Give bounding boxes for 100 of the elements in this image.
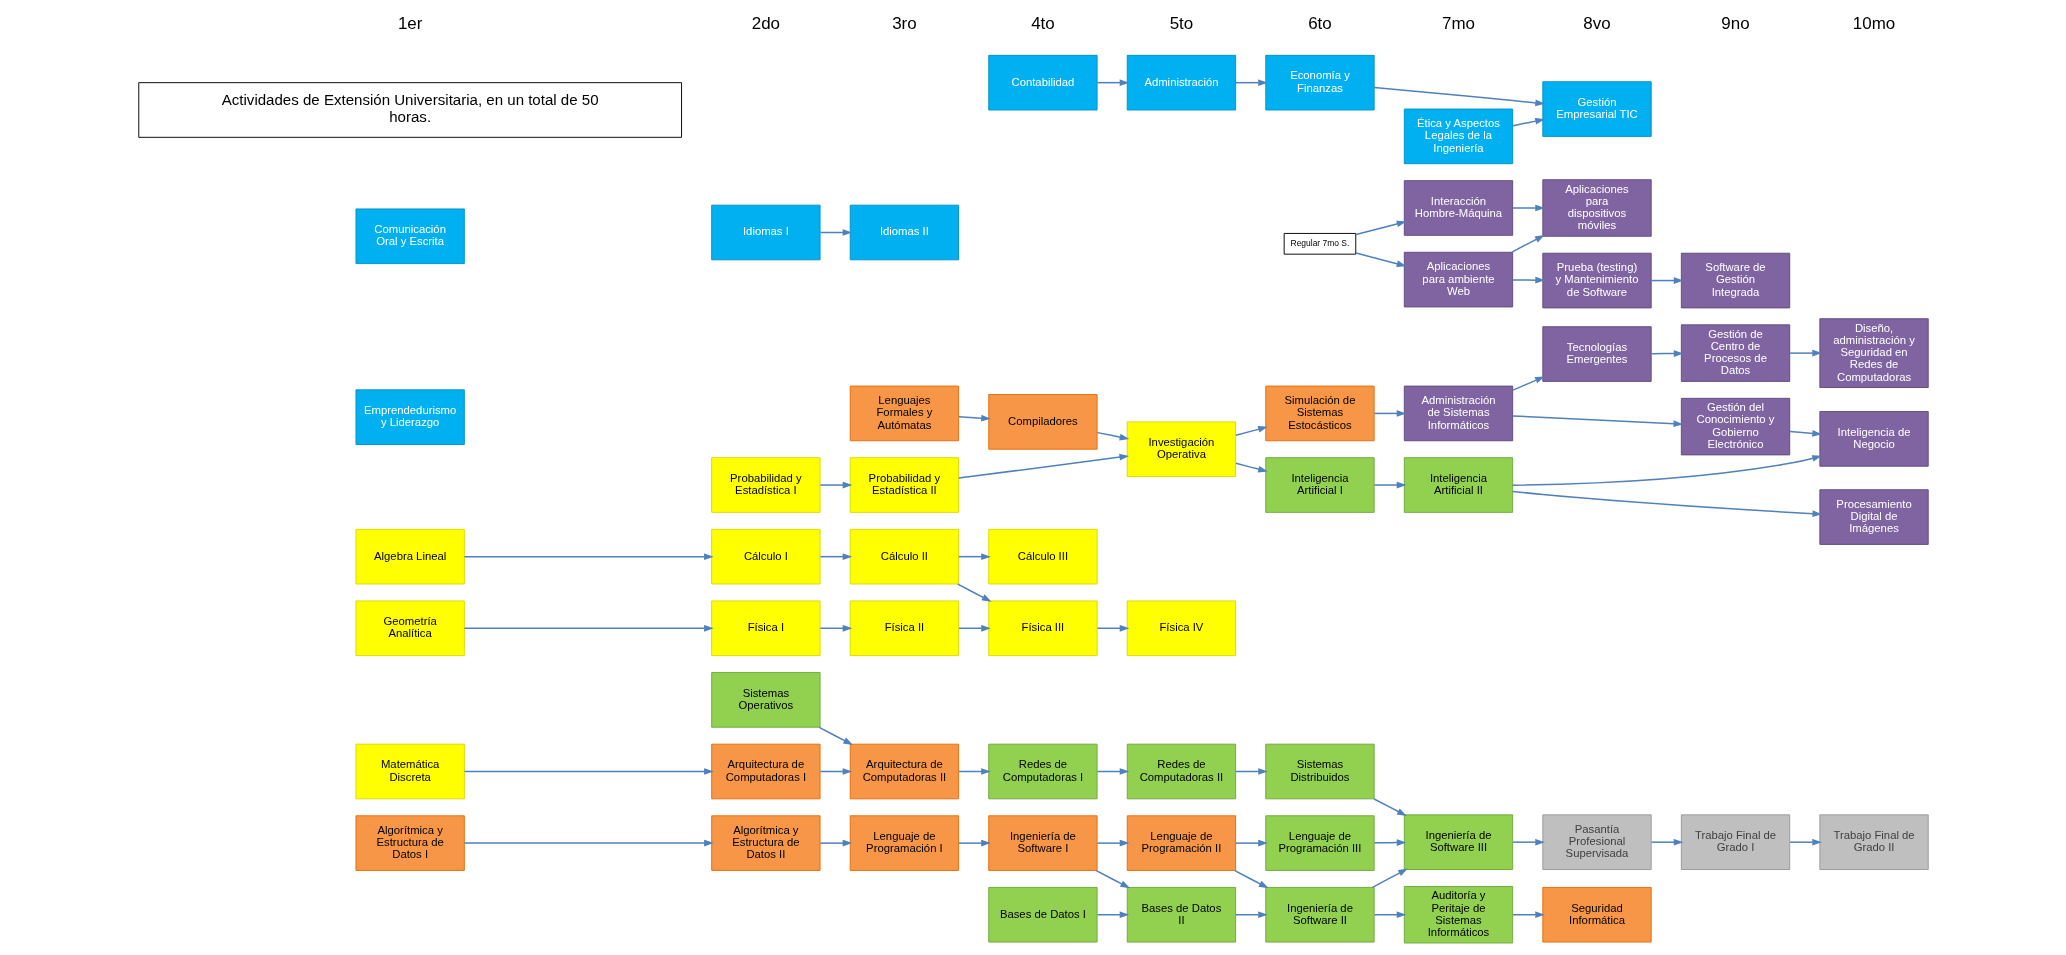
node-box: Cálculo I bbox=[710, 528, 821, 585]
label: 1er bbox=[397, 14, 422, 34]
node-box: Aplicaciones para ambiente Web bbox=[1403, 251, 1513, 308]
node-box: Ingeniería de Software III bbox=[1403, 814, 1513, 870]
node-box: Física III bbox=[987, 600, 1098, 657]
label: 4to bbox=[1030, 14, 1055, 34]
arrow bbox=[1233, 869, 1269, 889]
node-box: Diseño, administración y Seguridad en Redes de Computadoras bbox=[1818, 318, 1929, 388]
node-box: Física II bbox=[849, 600, 959, 657]
node-box: Gestión de Centro de Procesos de Datos bbox=[1680, 324, 1790, 382]
arrow bbox=[1650, 277, 1683, 284]
arrow bbox=[957, 839, 991, 847]
label: 9no bbox=[1720, 14, 1750, 34]
arrow bbox=[957, 624, 991, 632]
node-box: Administración bbox=[1126, 54, 1236, 111]
node-box: Software de Gestión Integrada bbox=[1680, 252, 1790, 309]
label: 10mo bbox=[1852, 14, 1895, 34]
arrow bbox=[1511, 490, 1822, 518]
label: 2do bbox=[751, 14, 780, 34]
arrow bbox=[957, 553, 991, 561]
node-box: Lenguajes Formales y Autómatas bbox=[849, 385, 959, 442]
arrow bbox=[1095, 869, 1130, 889]
label: 8vo bbox=[1582, 14, 1611, 34]
arrow bbox=[463, 839, 714, 847]
node-box: Investigación Operativa bbox=[1126, 421, 1236, 478]
node-box: Arquitectura de Computadoras II bbox=[849, 743, 959, 800]
arrow bbox=[1788, 349, 1822, 357]
arrow bbox=[1096, 768, 1129, 775]
label: 3ro bbox=[891, 14, 917, 34]
node-box: Cálculo III bbox=[987, 528, 1098, 585]
arrow bbox=[819, 553, 852, 561]
arrow bbox=[956, 583, 991, 602]
node-box: Algorítmica y Estructura de Datos I bbox=[355, 815, 465, 871]
node-box: Probabilidad y Estadística I bbox=[710, 457, 821, 513]
node-box: Ética y Aspectos Legales de la Ingeniería bbox=[1403, 108, 1513, 165]
arrow bbox=[1511, 204, 1545, 212]
node-box: Auditoría y Peritaje de Sistemas Informáticos bbox=[1403, 886, 1513, 944]
arrow bbox=[818, 726, 853, 746]
node-box: Administración de Sistemas Informáticos bbox=[1403, 385, 1513, 442]
arrow bbox=[1373, 911, 1406, 919]
node-box: Prueba (testing) y Mantenimiento de Software bbox=[1541, 252, 1652, 309]
arrow bbox=[1372, 798, 1407, 816]
node-box: Idiomas I bbox=[710, 204, 821, 261]
arrow bbox=[1511, 117, 1545, 127]
node-box: Seguridad Informática bbox=[1541, 886, 1652, 943]
arrow bbox=[1510, 234, 1545, 253]
node-box: Aplicaciones para dispositivos móviles bbox=[1541, 179, 1652, 237]
arrow bbox=[463, 553, 714, 561]
arrow bbox=[957, 453, 1129, 479]
arrow bbox=[1234, 426, 1268, 436]
arrow bbox=[1372, 86, 1545, 107]
label: 7mo bbox=[1441, 14, 1475, 34]
label: 5to bbox=[1169, 14, 1193, 34]
node-box: Lenguaje de Programación II bbox=[1126, 815, 1236, 871]
node-box: Trabajo Final de Grado II bbox=[1818, 814, 1929, 870]
arrow bbox=[819, 229, 852, 236]
arrow bbox=[463, 768, 714, 775]
node-box: Algorítmica y Estructura de Datos II bbox=[710, 815, 821, 871]
arrow bbox=[819, 839, 852, 847]
node-box: Pasantía Profesional Supervisada bbox=[1541, 814, 1652, 870]
arrow bbox=[1511, 276, 1545, 284]
node-box: Gestión Empresarial TIC bbox=[1541, 81, 1652, 137]
arrow bbox=[1371, 868, 1408, 889]
node-box: Sistemas Operativos bbox=[710, 672, 821, 728]
arrow bbox=[1354, 220, 1406, 236]
arrow bbox=[1373, 839, 1406, 846]
arrow bbox=[1511, 838, 1545, 846]
arrow bbox=[1234, 768, 1268, 775]
node-box: Probabilidad y Estadística II bbox=[849, 457, 959, 513]
arrow bbox=[1373, 481, 1406, 489]
arrow bbox=[1511, 911, 1545, 919]
node-box: Cálculo II bbox=[849, 528, 959, 585]
arrow bbox=[1373, 410, 1406, 417]
arrow bbox=[1788, 430, 1822, 437]
node-box: Comunicación Oral y Escrita bbox=[355, 208, 465, 265]
node-box: Redes de Computadoras II bbox=[1126, 743, 1236, 800]
node-box: Interacción Hombre-Máquina bbox=[1403, 180, 1513, 236]
arrow bbox=[957, 414, 991, 422]
node-box: Actividades de Extensión Universitaria, en un total de 50 horas. bbox=[137, 82, 682, 138]
node-box: Inteligencia Artificial II bbox=[1403, 457, 1513, 513]
node-box: Regular 7mo S. bbox=[1283, 232, 1356, 255]
arrow bbox=[463, 624, 714, 632]
node-box: Sistemas Distribuidos bbox=[1264, 743, 1375, 800]
arrow bbox=[1511, 455, 1822, 486]
node-box: Economía y Finanzas bbox=[1264, 54, 1375, 111]
node-box: Contabilidad bbox=[987, 54, 1098, 111]
arrow bbox=[1650, 838, 1683, 846]
arrow bbox=[1096, 431, 1129, 441]
arrow bbox=[1650, 350, 1683, 357]
arrow bbox=[1511, 415, 1683, 428]
node-box: Física IV bbox=[1126, 600, 1236, 657]
arrow bbox=[1096, 624, 1129, 632]
node-box: Emprendedurismo y Liderazgo bbox=[355, 389, 465, 445]
arrow bbox=[819, 624, 852, 632]
node-box: Arquitectura de Computadoras I bbox=[710, 743, 821, 800]
node-box: Tecnologías Emergentes bbox=[1541, 326, 1652, 382]
node-box: Física I bbox=[710, 600, 821, 657]
arrow bbox=[1354, 252, 1406, 268]
node-box: Ingeniería de Software I bbox=[987, 815, 1098, 871]
arrow bbox=[1096, 839, 1129, 847]
